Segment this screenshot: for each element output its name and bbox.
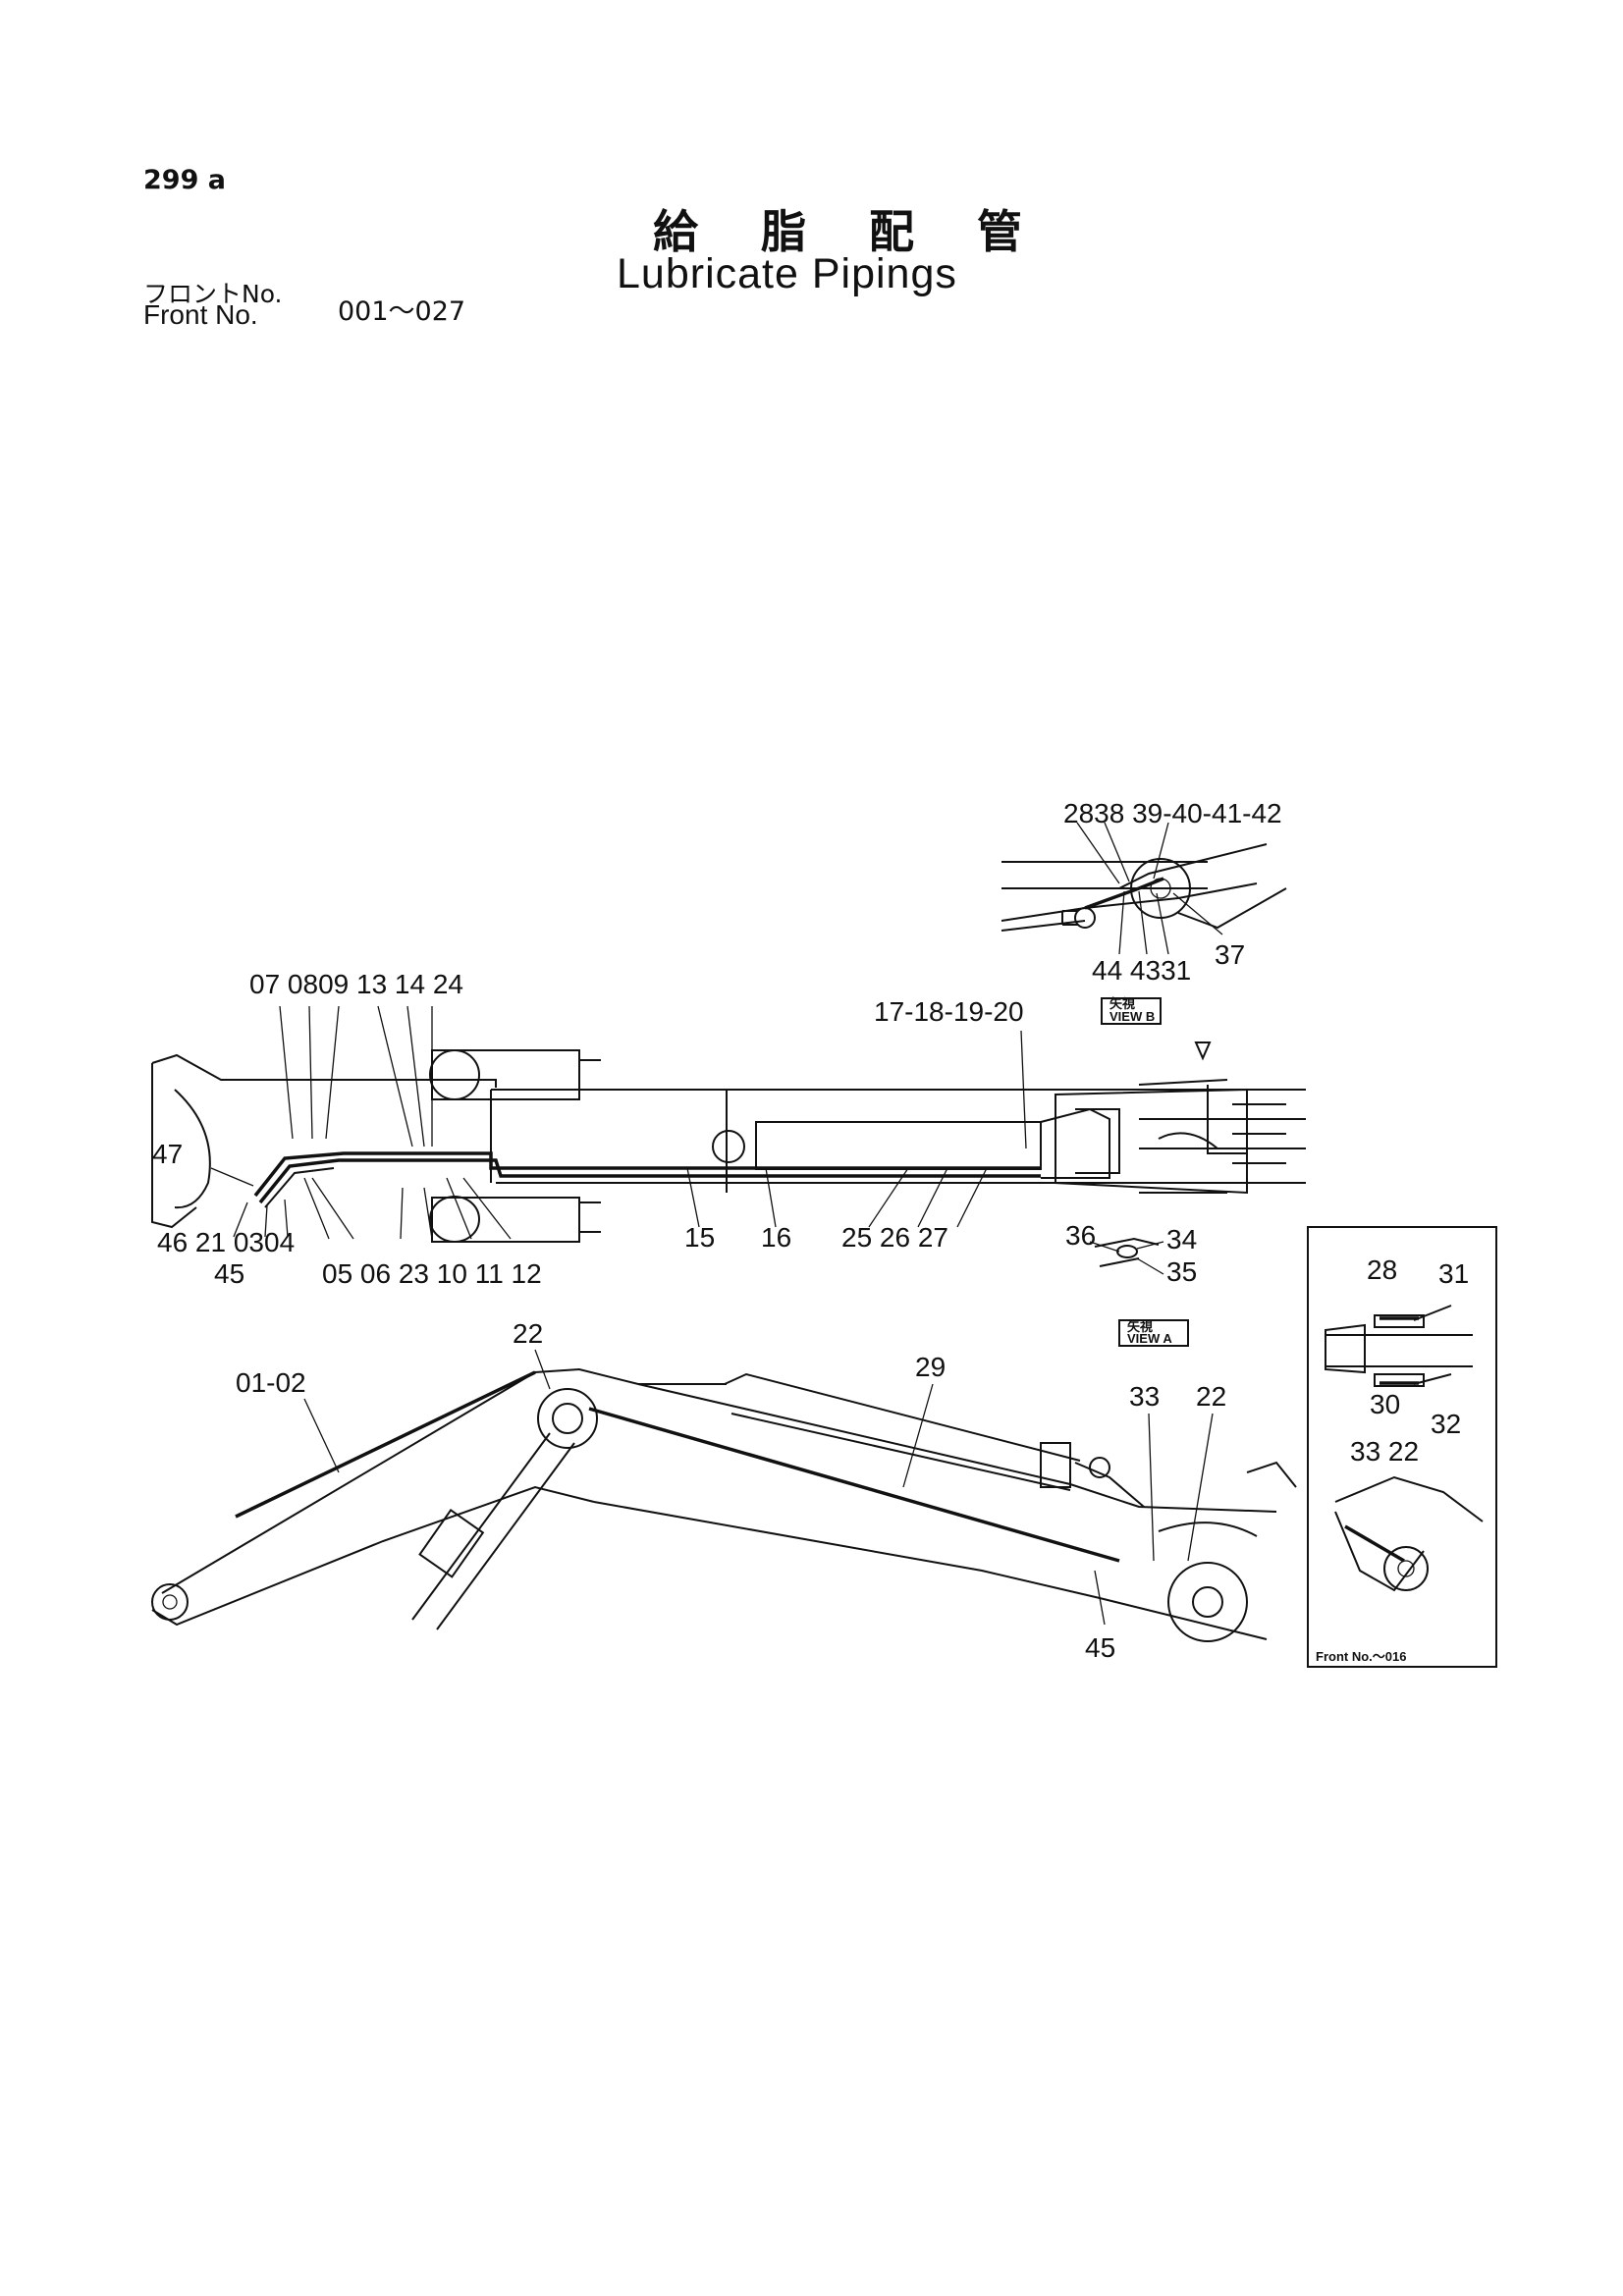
view-b-leaders (1076, 822, 1223, 955)
callout-label: 29 (915, 1352, 946, 1382)
callout-label: 32 (1431, 1409, 1461, 1439)
page-title: Lubricate Pipings (617, 250, 957, 297)
callout-label: 46 21 0304 (157, 1227, 295, 1257)
inset-detail (1307, 1226, 1497, 1668)
callout-label: 22 (1196, 1381, 1226, 1412)
svg-text:矢視: 矢視 (1127, 1319, 1153, 1334)
view-b-detail (1001, 843, 1287, 932)
front-number-label-jp: フロントNo. (143, 280, 283, 308)
callout-label: 30 (1370, 1389, 1400, 1419)
callout-label: 33 (1129, 1381, 1160, 1412)
view-a-label: VIEW A (1127, 1331, 1172, 1346)
callout-label: 35 (1166, 1256, 1197, 1287)
callout-label: 33 22 (1350, 1436, 1419, 1467)
boom-top-view (151, 1049, 1306, 1243)
page-title-japanese: 給 脂 配 管 (653, 205, 1047, 258)
page-number: 299 a (143, 165, 226, 195)
callout-label: 05 06 23 10 11 12 (322, 1258, 542, 1289)
view-a-detail (1089, 1237, 1164, 1275)
boom-top-leaders (210, 1005, 1027, 1240)
view-jp-text: 矢視 (1109, 996, 1135, 1011)
callout-label: 45 (214, 1258, 244, 1289)
callout-label: 36 (1065, 1220, 1096, 1251)
callout-label: 15 (684, 1222, 715, 1253)
callout-label: 01-02 (236, 1367, 306, 1398)
boom-side-view (151, 1367, 1297, 1642)
callout-labels: 2838 39-40-41-42 37 44 4331 07 0809 13 1… (152, 798, 1469, 1663)
inset-footer: Front No.～016 (1316, 1649, 1406, 1664)
view-b-arrow-icon (1194, 1041, 1212, 1061)
callout-label: 2838 39-40-41-42 (1063, 798, 1282, 828)
callout-label: 17-18-19-20 (874, 996, 1024, 1027)
callout-label: 44 4331 (1092, 955, 1191, 986)
callout-label: 37 (1215, 939, 1245, 970)
view-b-tag: 矢視 VIEW B (1101, 996, 1162, 1025)
view-a-tag: 矢視 VIEW A (1118, 1319, 1189, 1347)
callout-label: 28 (1367, 1255, 1397, 1285)
callout-label: 31 (1438, 1258, 1469, 1289)
front-number-range: 001～027 (338, 296, 466, 327)
callout-label: 25 26 27 (841, 1222, 948, 1253)
callout-label: 07 0809 13 14 24 (249, 969, 463, 999)
front-number-label: Front No. (143, 299, 258, 330)
view-b-label: VIEW B (1109, 1009, 1155, 1024)
boom-side-leaders (303, 1349, 1214, 1626)
callout-label: 45 (1085, 1632, 1115, 1663)
callout-label: 16 (761, 1222, 791, 1253)
callout-label: 22 (513, 1318, 543, 1349)
callout-label: 34 (1166, 1224, 1197, 1255)
callout-label: 47 (152, 1139, 183, 1169)
